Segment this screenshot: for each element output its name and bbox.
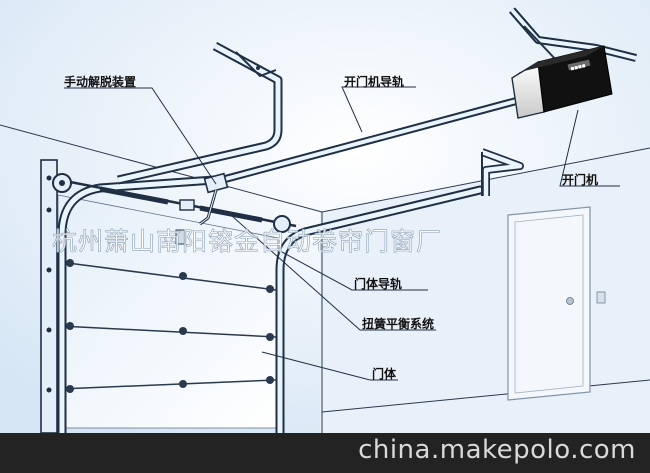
label-door-track: 门体导轨 [354,276,402,291]
label-door-body: 门体 [372,366,397,381]
opener-brand: ■■■■ [570,63,586,71]
panel-seam [59,325,277,338]
leader-door-body [261,351,398,381]
leader-opener-rail [341,86,416,133]
hinge [179,327,187,335]
leader-lines [64,86,620,381]
hinge [179,380,187,388]
door-panel [57,194,279,429]
left-frame-post [40,159,58,433]
hinge [179,272,187,280]
garage-door-diagram: ■■■■ 手动解脱装置 开门机导轨 开门机 门体导轨 扭簧平衡系统 门体 杭州萧… [0,0,650,433]
rail-carriage [203,172,229,194]
label-opener-rail: 开门机导轨 [344,74,404,89]
hinge [266,376,274,384]
door-lock [175,229,186,245]
footer-site-text: china.makepolo.com [358,435,636,465]
cable-drum [273,215,291,233]
center-bracket [179,199,195,211]
site-footer-bar: china.makepolo.com [0,433,650,473]
label-manual-release: 手动解脱装置 [64,74,136,89]
hinge [266,333,274,341]
right-door-track [277,187,483,433]
watermark-text: 杭州萧山南阳镕金自动卷帘门窗厂 [52,227,442,256]
wall-switch [596,291,606,304]
leader-manual-release [64,87,217,185]
floor-line [321,379,650,413]
opener-brand-plate [567,59,591,71]
leader-door-track [281,251,428,291]
hinge [266,285,274,293]
label-opener: 开门机 [562,172,598,187]
hinge [66,259,74,267]
panel-seam [59,261,277,291]
opener-ceiling-mount [508,7,637,63]
panel-seam [59,379,277,390]
label-torsion-system: 扭簧平衡系统 [362,316,434,331]
hinge [66,385,74,393]
leader-opener [559,109,620,187]
door-knob [566,297,574,305]
hinge [66,322,74,330]
right-hanger-bracket [480,148,524,196]
opener-motor: ■■■■ [511,45,613,119]
left-hanger-bracket [116,42,283,185]
leader-torsion-system [231,215,436,331]
opener-rail [199,96,524,226]
back-door [507,206,606,401]
